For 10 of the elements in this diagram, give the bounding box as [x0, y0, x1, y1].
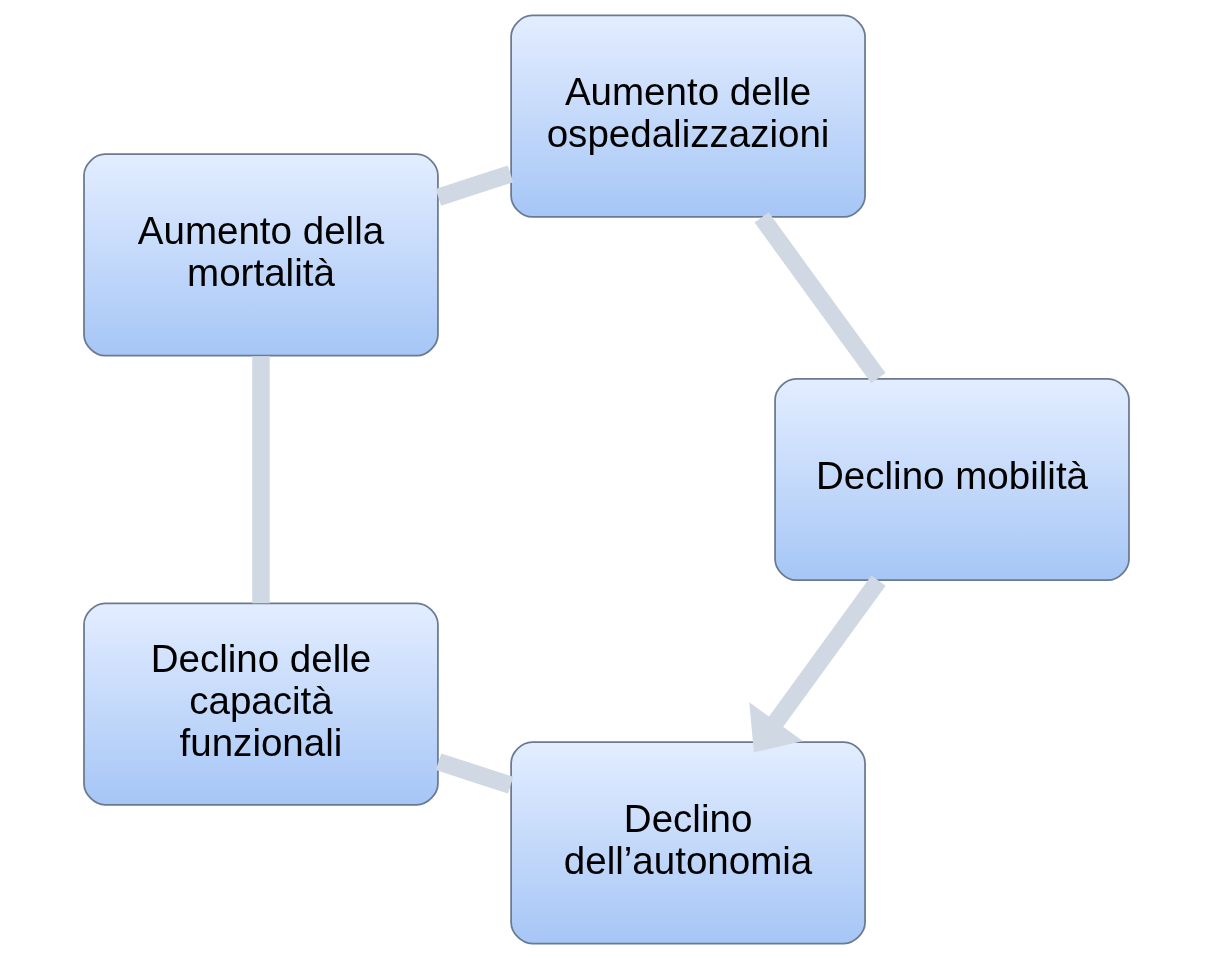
connector: [435, 753, 513, 794]
node-box: Declino delle capacità funzionali: [82, 602, 439, 806]
connector: [251, 356, 270, 604]
node-box: Aumento della mortalità: [82, 153, 439, 357]
connector: [435, 165, 513, 206]
node-box: Declino dell’autonomia: [509, 741, 866, 945]
node-box: Declino mobilità: [773, 377, 1130, 582]
arrow: [748, 575, 886, 753]
connector: [754, 212, 886, 384]
node-box: Aumento delle ospedalizzazioni: [509, 14, 866, 218]
